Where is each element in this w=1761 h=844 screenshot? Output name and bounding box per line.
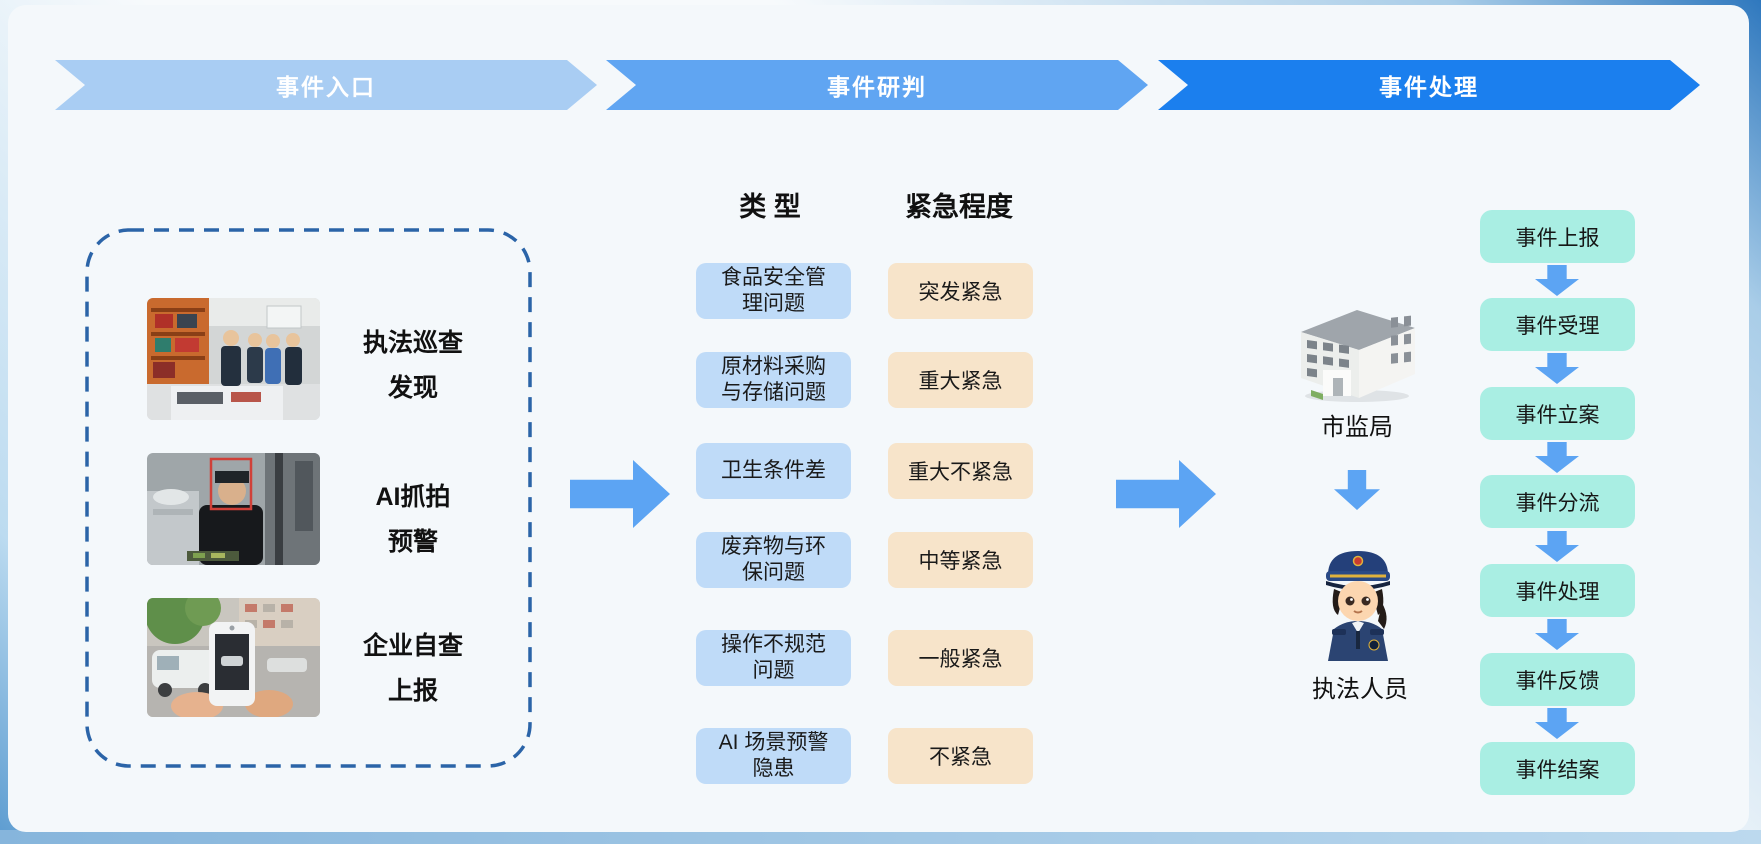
- self-check-scene-art: [147, 598, 320, 717]
- urgency-box-not-urgent: 不紧急: [888, 728, 1033, 784]
- urgency-box-medium: 中等紧急: [888, 532, 1033, 588]
- step-box-report: 事件上报: [1480, 210, 1635, 263]
- flow-arrow-org-to-staff: [1334, 470, 1380, 510]
- type-box-ai-scene: AI 场景预警 隐患: [696, 728, 851, 784]
- type-box-hygiene: 卫生条件差: [696, 443, 851, 499]
- step-box-file: 事件立案: [1480, 387, 1635, 440]
- law-enforcement-inspection-photo: [147, 298, 320, 420]
- step-arrow-2: [1535, 353, 1579, 384]
- entry-item-label-self-check: 企业自查 上报: [362, 632, 463, 705]
- step-box-feedback: 事件反馈: [1480, 653, 1635, 706]
- banner-event-processing-label: 事件处理: [1379, 74, 1479, 100]
- urgency-box-general: 一般紧急: [888, 630, 1033, 686]
- type-box-operation: 操作不规范 问题: [696, 630, 851, 686]
- flow-arrow-analysis-to-processing: [1116, 460, 1216, 528]
- entry-dashed-box: [85, 228, 532, 768]
- org-label: 市监局: [1321, 414, 1393, 441]
- step-box-handle: 事件处理: [1480, 564, 1635, 617]
- step-arrow-4: [1535, 531, 1579, 562]
- banner-event-processing: 事件处理: [1158, 60, 1700, 110]
- step-arrow-3: [1535, 442, 1579, 473]
- type-box-food-safety: 食品安全管 理问题: [696, 263, 851, 319]
- enterprise-self-check-photo: [147, 598, 320, 717]
- step-arrow-1: [1535, 265, 1579, 296]
- government-building-icon: [1293, 298, 1421, 402]
- banner-event-entry: 事件入口: [55, 60, 597, 110]
- type-column-header: 类 型: [739, 191, 801, 222]
- step-box-dispatch: 事件分流: [1480, 475, 1635, 528]
- flow-arrow-entry-to-analysis: [570, 460, 670, 528]
- step-box-close: 事件结案: [1480, 742, 1635, 795]
- urgency-box-major-urgent: 重大紧急: [888, 352, 1033, 408]
- type-box-raw-material: 原材料采购 与存储问题: [696, 352, 851, 408]
- urgency-box-sudden: 突发紧急: [888, 263, 1033, 319]
- banner-event-analysis: 事件研判: [606, 60, 1148, 110]
- content-card: 事件入口 事件研判 事件处理: [8, 5, 1749, 832]
- step-arrow-6: [1535, 708, 1579, 739]
- staff-label: 执法人员: [1312, 676, 1408, 703]
- entry-item-label-ai: AI抓拍 预警: [375, 483, 451, 556]
- inspection-scene-art: [147, 298, 320, 420]
- ai-capture-scene-art: [147, 453, 320, 565]
- entry-item-label-inspection: 执法巡查 发现: [362, 329, 463, 402]
- urgency-box-major-not-urgent: 重大不紧急: [888, 443, 1033, 499]
- step-box-accept: 事件受理: [1480, 298, 1635, 351]
- dashed-border: [85, 228, 532, 768]
- enforcement-officer-icon: [1316, 543, 1400, 661]
- urgency-column-header: 紧急程度: [905, 191, 1013, 222]
- type-box-waste-environment: 废弃物与环 保问题: [696, 532, 851, 588]
- banner-event-analysis-label: 事件研判: [827, 74, 927, 100]
- banner-event-entry-label: 事件入口: [276, 74, 376, 100]
- step-arrow-5: [1535, 619, 1579, 650]
- ai-snapshot-warning-photo: [147, 453, 320, 565]
